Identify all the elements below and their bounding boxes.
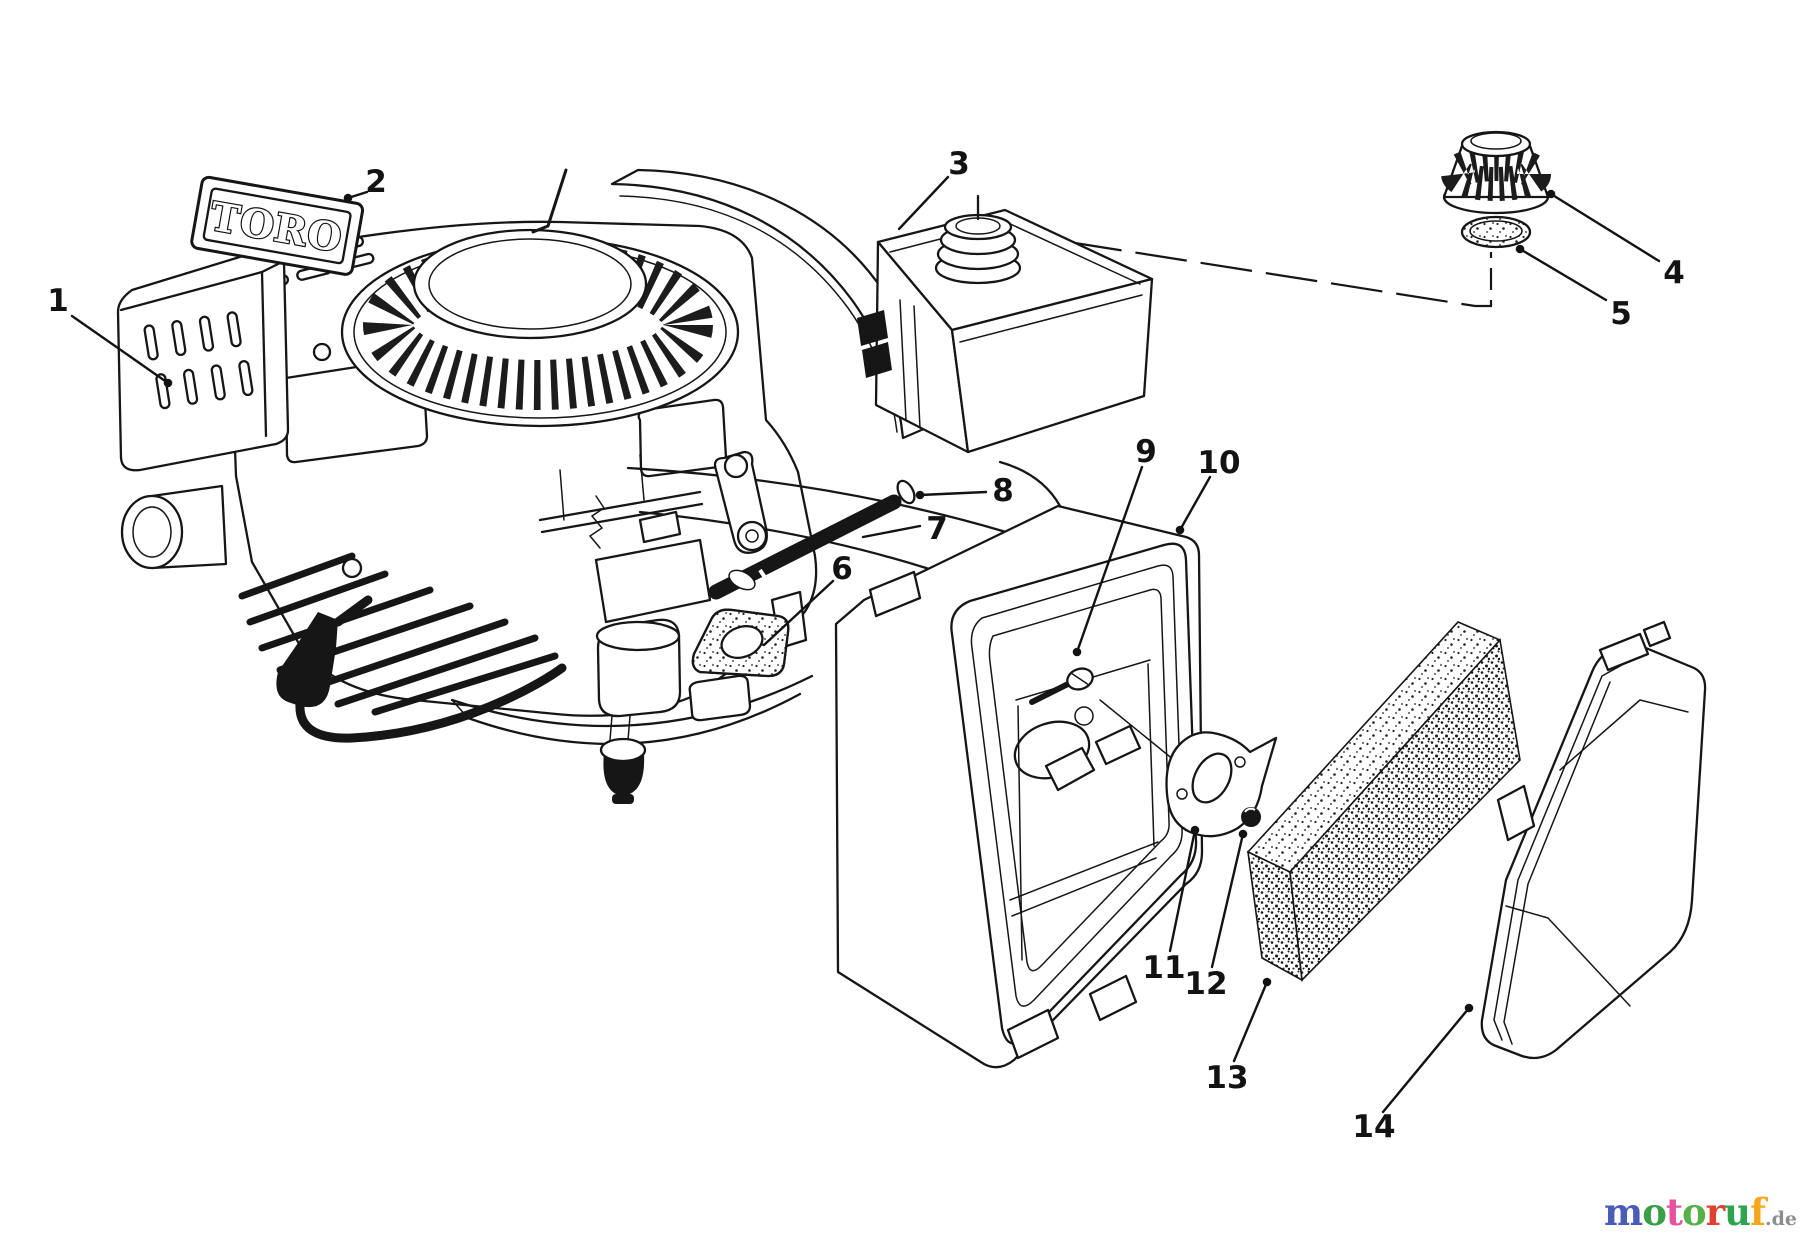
watermark-letter: u [1724, 1190, 1751, 1234]
interior-bracket [1094, 724, 1142, 766]
callout-10-leader [1178, 475, 1212, 532]
fuel-tank [857, 194, 1154, 454]
air-cleaner-housing [834, 504, 1239, 1069]
fuel-cap [934, 194, 1022, 285]
foam-filter-element [1246, 621, 1521, 982]
callout-12: 12 [1184, 966, 1227, 1002]
tank-clip [857, 310, 888, 346]
bolt-icon [312, 342, 332, 362]
callout-1-leader [70, 314, 170, 385]
watermark-letter: f [1750, 1190, 1766, 1234]
callout-14-dot [1464, 1003, 1474, 1013]
callout-8: 8 [992, 473, 1014, 509]
carb-gasket [691, 608, 790, 678]
callout-10-dot [1175, 525, 1185, 535]
fuel-line [708, 494, 902, 600]
watermark-letter: t [1665, 1190, 1683, 1234]
callout-6-leader [762, 579, 835, 647]
callout-13-dot [1262, 977, 1272, 987]
callout-1-dot [163, 378, 173, 388]
housing-tab [1006, 1008, 1060, 1060]
callout-3: 3 [948, 146, 970, 182]
cover-tab [1496, 784, 1536, 842]
air-filter-knob [1441, 130, 1551, 215]
callout-13-leader [1232, 980, 1269, 1063]
callout-11-leader [1168, 828, 1197, 953]
starter-rope [531, 168, 568, 234]
watermark-word: motoruf [1604, 1190, 1766, 1234]
watermark-suffix: .de [1765, 1208, 1797, 1230]
callout-4-leader [1549, 192, 1661, 263]
callout-14: 14 [1352, 1109, 1395, 1145]
air-cleaner-cover [1480, 620, 1707, 1060]
callout-3-leader [897, 175, 950, 231]
watermark-letter: r [1705, 1190, 1725, 1234]
flywheel-blower-cone [340, 168, 740, 428]
callout-5-dot [1515, 244, 1525, 254]
callout-11: 11 [1142, 950, 1185, 986]
muffler-louvers [143, 311, 254, 410]
o-ring [896, 479, 916, 505]
watermark-letter: m [1604, 1190, 1643, 1234]
callout-4: 4 [1663, 255, 1685, 291]
callout-9-leader [1075, 465, 1144, 654]
callout-7-leader [861, 524, 922, 539]
callout-6: 6 [831, 551, 853, 587]
callout-1: 1 [47, 283, 69, 319]
mounting-foot [688, 674, 752, 722]
nut [1241, 807, 1261, 827]
engine-base [450, 460, 1062, 746]
primer-bulb [603, 752, 645, 796]
cooling-fins [238, 552, 559, 716]
alignment-dashed-lines [1004, 230, 1493, 308]
cover-tab [1598, 632, 1650, 672]
callout-9: 9 [1135, 434, 1157, 470]
housing-tab [1088, 974, 1138, 1022]
bolt-icon [341, 557, 363, 579]
callout-5: 5 [1610, 296, 1632, 332]
spark-plug-wire [276, 595, 567, 743]
muffler [116, 249, 290, 570]
cover-tab [1642, 620, 1672, 648]
callout-10: 10 [1197, 445, 1240, 481]
interior-bracket [1044, 746, 1096, 792]
callout-8-leader [918, 490, 988, 497]
callout-2-dot [343, 193, 353, 203]
air-filter-disc [1460, 215, 1532, 249]
callout-8-dot [915, 490, 925, 500]
tank-clip [862, 342, 892, 378]
callout-13: 13 [1205, 1060, 1248, 1096]
mounting-screw [1029, 667, 1094, 705]
housing-tab [868, 570, 922, 618]
callout-12-leader [1210, 832, 1245, 969]
callout-4-dot [1546, 189, 1556, 199]
toro-nameplate: TORO [190, 175, 365, 276]
watermark-letter: o [1642, 1190, 1667, 1234]
watermark-letter: o [1681, 1190, 1707, 1234]
callout-11-dot [1190, 825, 1200, 835]
callout-5-leader [1518, 247, 1608, 302]
callout-14-leader [1381, 1006, 1471, 1114]
callout-7: 7 [926, 511, 948, 547]
callout-9-dot [1072, 647, 1082, 657]
callout-12-dot [1238, 829, 1248, 839]
watermark: motoruf.de [1604, 1194, 1797, 1231]
callout-2: 2 [365, 164, 387, 200]
